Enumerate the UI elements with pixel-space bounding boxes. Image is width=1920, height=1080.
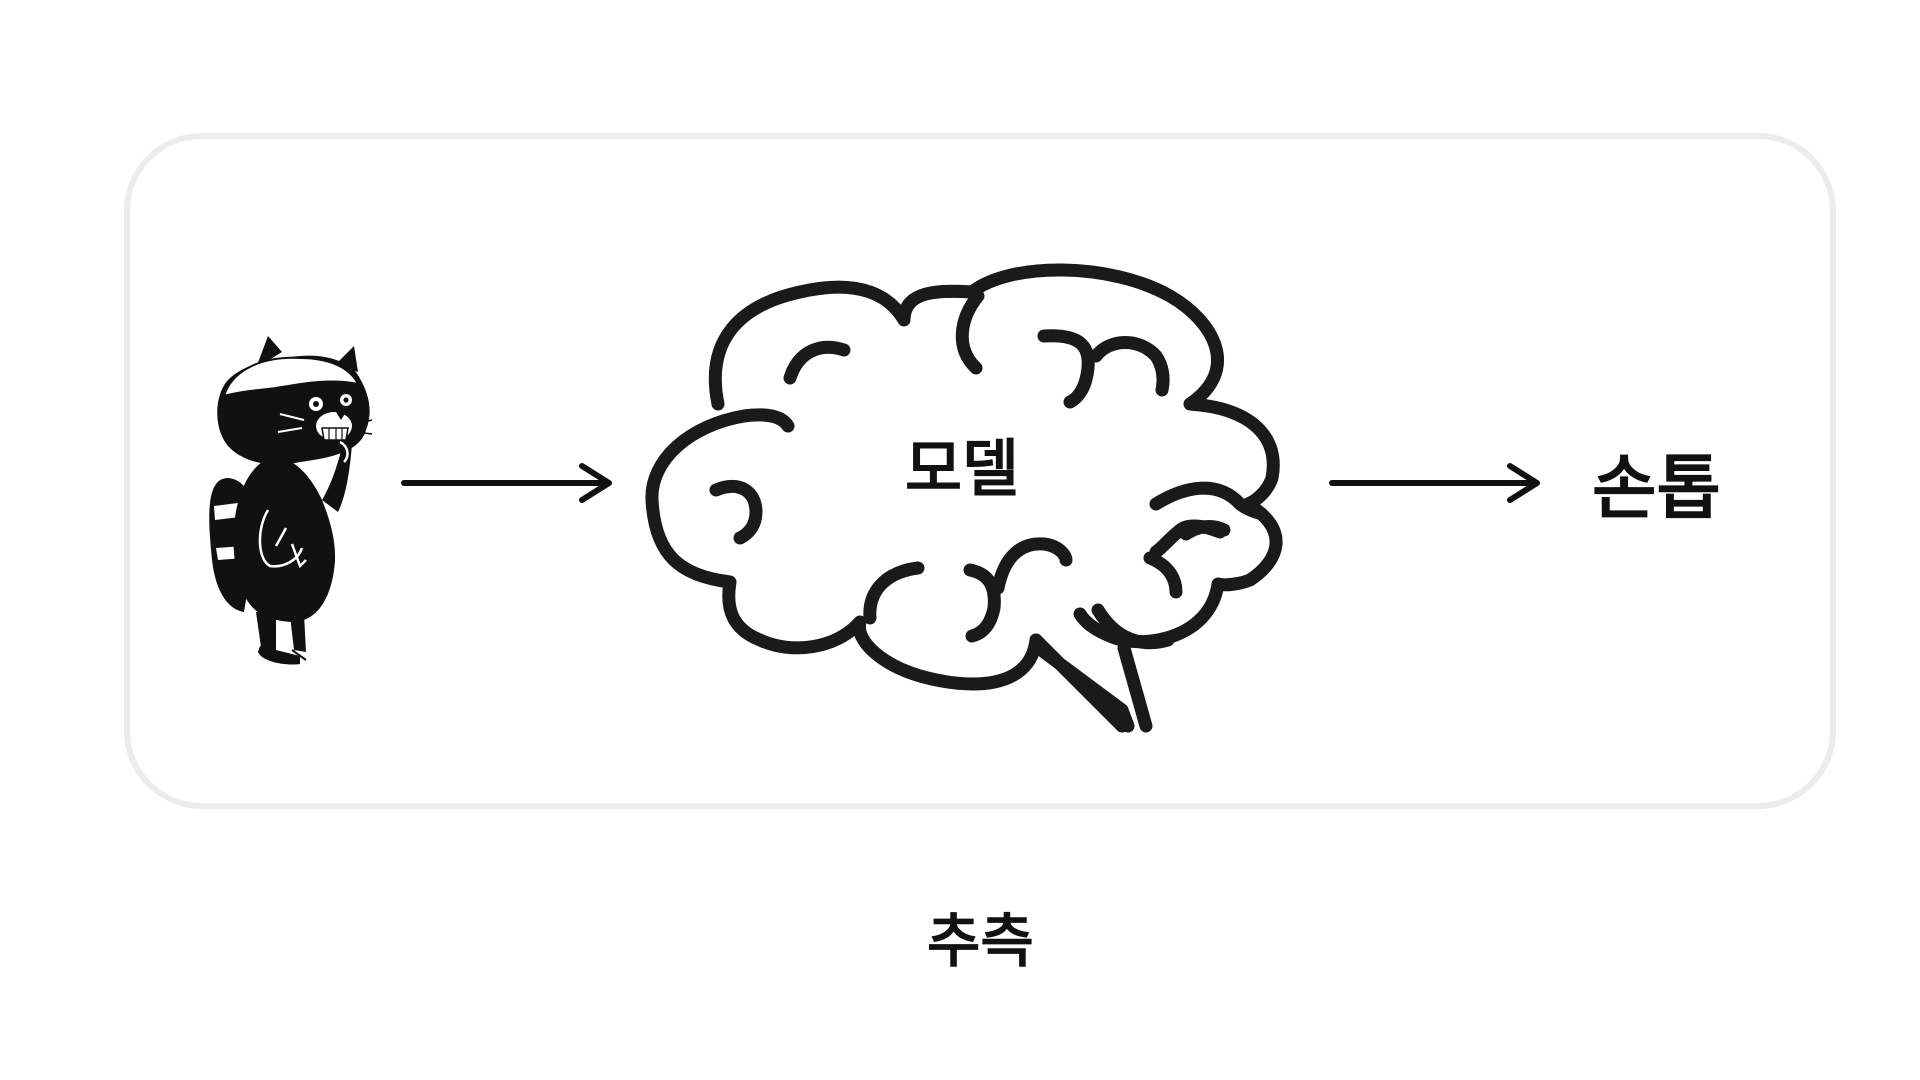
model-label: 모델	[905, 432, 1020, 505]
caption-label: 추측	[927, 907, 1034, 975]
diagram-panel	[124, 133, 1836, 809]
raccoon-mascot-icon	[209, 336, 373, 665]
brain-icon	[645, 263, 1283, 733]
arrow-to-output	[1329, 463, 1540, 503]
arrow-to-model	[401, 463, 612, 503]
output-label: 손톱	[1592, 447, 1721, 529]
